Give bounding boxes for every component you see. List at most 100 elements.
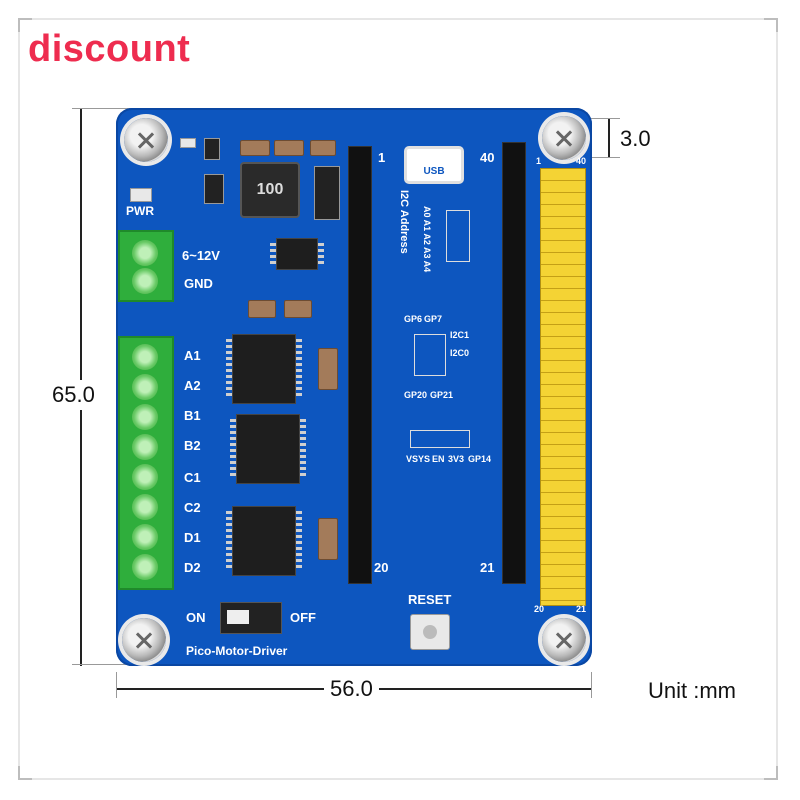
offset-dimension-label: 3.0: [620, 126, 651, 151]
corner-mark: [764, 778, 778, 780]
switch-off-label: OFF: [290, 610, 316, 625]
mounting-hole-bottom-left: [122, 618, 166, 662]
usb-port-marking: USB: [404, 146, 464, 184]
terminal-screw: [132, 344, 158, 370]
gpio-label: I2C1: [450, 330, 470, 340]
terminal-screw: [132, 494, 158, 520]
motor-driver-chip: [226, 506, 302, 576]
smd-component: [180, 138, 196, 148]
gpio-label: VSYS: [406, 454, 431, 464]
smd-component: [204, 138, 220, 160]
offset-dimension-line: [608, 118, 610, 158]
motor-output-label: D2: [184, 560, 201, 575]
power-led: [130, 188, 152, 202]
motor-driver-chip: [230, 414, 306, 484]
motor-output-label: C2: [184, 500, 201, 515]
corner-mark: [776, 766, 778, 780]
gpio-label: 3V3: [448, 454, 465, 464]
motor-output-label: B1: [184, 408, 201, 423]
mounting-hole-top-right: [542, 116, 586, 160]
regulator-chip: [270, 238, 324, 270]
voltage-label: 6~12V: [182, 248, 220, 263]
pin-number-label: 40: [576, 156, 587, 166]
capacitor: [310, 140, 336, 156]
offset-dimension-tick-bottom: [586, 157, 620, 158]
corner-mark: [18, 766, 20, 780]
pin-number-label: 21: [480, 560, 495, 575]
motor-output-label: B2: [184, 438, 201, 453]
pin-number-label: 20: [374, 560, 389, 575]
gpio-label: GP14: [468, 454, 492, 464]
power-terminal-block: [118, 230, 174, 302]
switch-knob[interactable]: [227, 610, 249, 624]
i2c-address-label: I2C Address: [398, 190, 410, 254]
diode: [314, 166, 340, 220]
gpio-label: GP21: [430, 390, 454, 400]
smd-component: [204, 174, 224, 204]
width-dimension-tick-right: [591, 672, 592, 698]
gpio-jumper-pads: [414, 334, 446, 376]
inductor: 100: [240, 162, 300, 218]
gpio-label: GP7: [424, 314, 443, 324]
terminal-screw: [132, 268, 158, 294]
motor-output-label: A1: [184, 348, 201, 363]
mounting-hole-bottom-right: [542, 618, 586, 662]
ground-label: GND: [184, 276, 213, 291]
capacitor: [274, 140, 304, 156]
terminal-screw: [132, 464, 158, 490]
pin-number-label: 21: [576, 604, 587, 614]
gpio-label: I2C0: [450, 348, 470, 358]
gpio-label: GP6: [404, 314, 423, 324]
corner-mark: [18, 778, 32, 780]
discount-label: discount: [28, 28, 191, 70]
corner-mark: [18, 18, 20, 32]
width-dimension-label: 56.0: [324, 676, 379, 702]
capacitor: [240, 140, 270, 156]
address-pins-label: A0 A1 A2 A3 A4: [422, 206, 432, 273]
gpio-label: EN: [432, 454, 445, 464]
power-jumper-pads: [410, 430, 470, 448]
width-dimension-tick-left: [116, 672, 117, 698]
height-dimension-tick-bottom: [72, 664, 132, 665]
capacitor: [284, 300, 312, 318]
pin-number-label: 1: [378, 150, 386, 165]
switch-on-label: ON: [186, 610, 206, 625]
terminal-screw: [132, 374, 158, 400]
gpio-label: GP20: [404, 390, 428, 400]
height-dimension-tick-top: [72, 108, 132, 109]
capacitor: [318, 348, 338, 390]
pin-number-label: 40: [480, 150, 495, 165]
board-name-label: Pico-Motor-Driver: [186, 644, 288, 658]
motor-output-label: A2: [184, 378, 201, 393]
motor-driver-chip: [226, 334, 302, 404]
unit-label: Unit :mm: [648, 678, 736, 703]
pin-number-label: 1: [536, 156, 542, 166]
pin-number-label: 20: [534, 604, 545, 614]
offset-dimension-tick-top: [586, 118, 620, 119]
motor-driver-board: PWR 6~12V GND A1 A2 B1 B2 C1 C2 D1 D2 10…: [116, 108, 592, 666]
gpio-pin-header: [540, 168, 586, 606]
address-jumper-pads: [446, 210, 470, 262]
motor-terminal-block: [118, 336, 174, 590]
capacitor: [318, 518, 338, 560]
corner-mark: [764, 18, 778, 20]
motor-output-label: C1: [184, 470, 201, 485]
reset-label: RESET: [408, 592, 452, 607]
height-dimension-label: 65.0: [52, 380, 95, 410]
terminal-screw: [132, 404, 158, 430]
terminal-screw: [132, 524, 158, 550]
corner-mark: [18, 18, 32, 20]
terminal-screw: [132, 240, 158, 266]
terminal-screw: [132, 434, 158, 460]
power-label: PWR: [126, 204, 154, 218]
capacitor: [248, 300, 276, 318]
corner-mark: [776, 18, 778, 32]
terminal-screw: [132, 554, 158, 580]
right-pin-header: [502, 142, 526, 584]
mounting-hole-top-left: [124, 118, 168, 162]
image-frame: [18, 18, 778, 780]
power-switch[interactable]: [220, 602, 282, 634]
reset-button[interactable]: [410, 614, 450, 650]
motor-output-label: D1: [184, 530, 201, 545]
left-pin-header: [348, 146, 372, 584]
